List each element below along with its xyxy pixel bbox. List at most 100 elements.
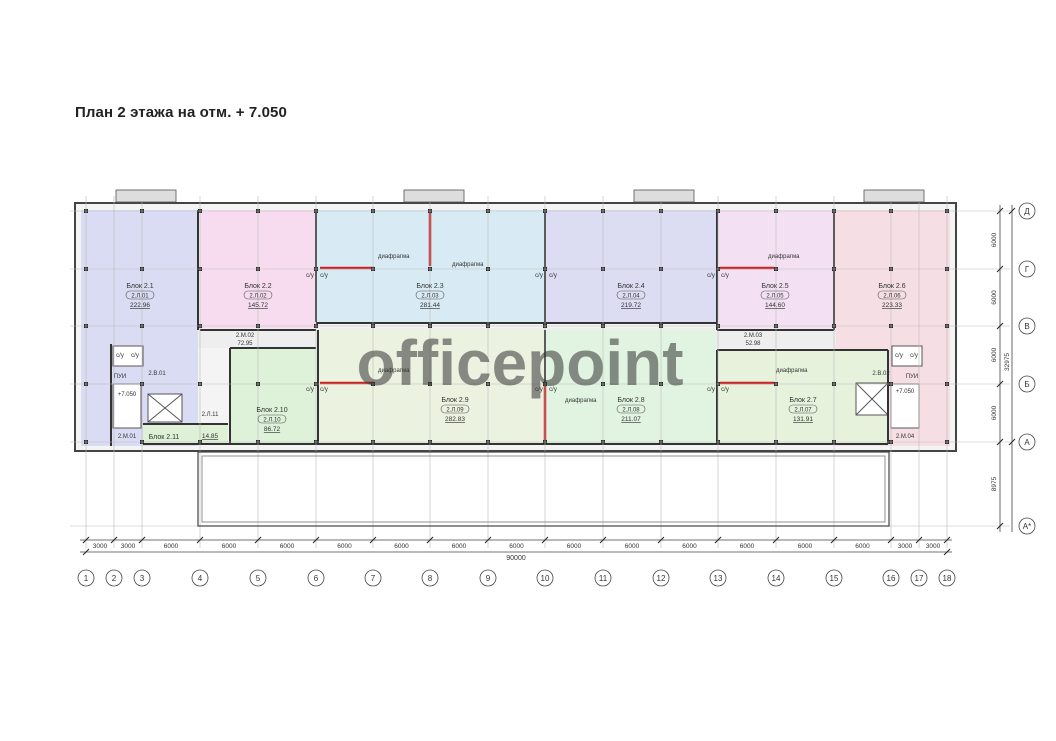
block-area: 223.33 [882,302,902,309]
dim-tick [657,536,665,544]
axis-label: 18 [943,574,952,583]
diaphragm-label-6: диафрагма [776,368,808,374]
axis-bubble-row [1018,202,1036,220]
wc-label-2: с/у [131,353,139,359]
block-code-pill [877,290,907,300]
dim-tick [138,536,146,544]
axis-label: 14 [772,574,781,583]
dim-tick-total [82,548,90,556]
dim-tick [541,536,549,544]
axis-row-label: Б [1024,380,1029,389]
diaphragm-label-3: диафрагма [378,368,410,374]
wc-label-11: с/у [306,387,314,393]
dim-tick [943,536,951,544]
block-code-pill [440,404,470,414]
dim-span-value: 3000 [121,543,136,550]
dim-span-value: 6000 [164,543,179,550]
wc-left-box [112,345,144,367]
block-code: 2.Л.02 [249,294,267,300]
axis-label: 10 [541,574,550,583]
axis-row-label: А [1024,438,1030,447]
block-area: 145.72 [248,302,268,309]
block-name: Блок 2.7 [789,397,816,404]
axis-label: 9 [486,574,491,583]
dim-span-value: 6000 [222,543,237,550]
dim-tick [887,536,895,544]
room-m02-code: 2.М.02 [236,333,255,339]
dim-tick [254,536,262,544]
wc-label-12: с/у [320,387,328,393]
diaphragm-label-5: диафрагма [768,254,800,260]
dim-tick-right [996,322,1004,330]
wc-label-9: с/у [707,273,715,279]
axis-bubble-10 [536,569,554,587]
axis-label: 6 [314,574,319,583]
wc-right-box [891,345,923,367]
dim-right-span-value: 6000 [991,232,998,247]
wc-label-5: с/у [306,273,314,279]
dim-tick [830,536,838,544]
wc-label-10: с/у [721,273,729,279]
axis-label: 3 [140,574,145,583]
block-name: Блок 2.4 [617,283,644,290]
axis-row-label: В [1024,322,1029,331]
diaphragm-label-4: диафрагма [565,398,597,404]
dim-right-span-value: 8975 [991,476,998,491]
watermark: officepoint [356,327,683,399]
dim-total-value: 90000 [506,555,526,562]
axis-bubble-row [1018,260,1036,278]
axis-bubble-16 [882,569,900,587]
dim-tick-right [996,207,1004,215]
axis-bubble-8 [421,569,439,587]
axis-bubble-row [1018,317,1036,335]
block-area: 219.72 [621,302,641,309]
axis-bubble-1 [77,569,95,587]
grid-lines [70,196,1010,548]
dim-span-value: 6000 [567,543,582,550]
block-code-pill [616,290,646,300]
block-code: 2.Л.05 [766,294,784,300]
dim-span-value: 6000 [394,543,409,550]
axis-bubble-11 [594,569,612,587]
block-code: 2.Л.08 [622,408,640,414]
room-labels: 2.М.02 72.95 2.М.03 52.98 2.М.01 2.М.04 … [114,254,918,440]
dim-tick [772,536,780,544]
block-name: Блок 2.10 [256,407,287,414]
wc-label-3: с/у [895,353,903,359]
dim-span-value: 6000 [509,543,524,550]
dim-span-value: 6000 [625,543,640,550]
axis-label: 5 [256,574,261,583]
room-v02: 2.В.02 [872,371,890,377]
wc-label-13: с/у [535,387,543,393]
axis-bubble-6 [307,569,325,587]
elevator-right-cross-2 [855,382,889,416]
room-m01: 2.М.01 [118,434,137,440]
pui-left: ПУИ [114,374,126,380]
block-code-pill [257,414,287,424]
wc-label-14: с/у [549,387,557,393]
stair-level-right: +7.050 [896,389,915,395]
dim-tick [110,536,118,544]
dim-span-value: 6000 [337,543,352,550]
block-2-4-area [546,210,716,322]
dim-span-value: 6000 [798,543,813,550]
wc-label-8: с/у [549,273,557,279]
pui-right: ПУИ [906,374,918,380]
axis-label: 12 [657,574,666,583]
dim-span-value: 6000 [452,543,467,550]
axis-bubble-14 [767,569,785,587]
dim-tick-right [996,265,1004,273]
axis-bubble-17 [910,569,928,587]
wc-label-1: с/у [116,353,124,359]
